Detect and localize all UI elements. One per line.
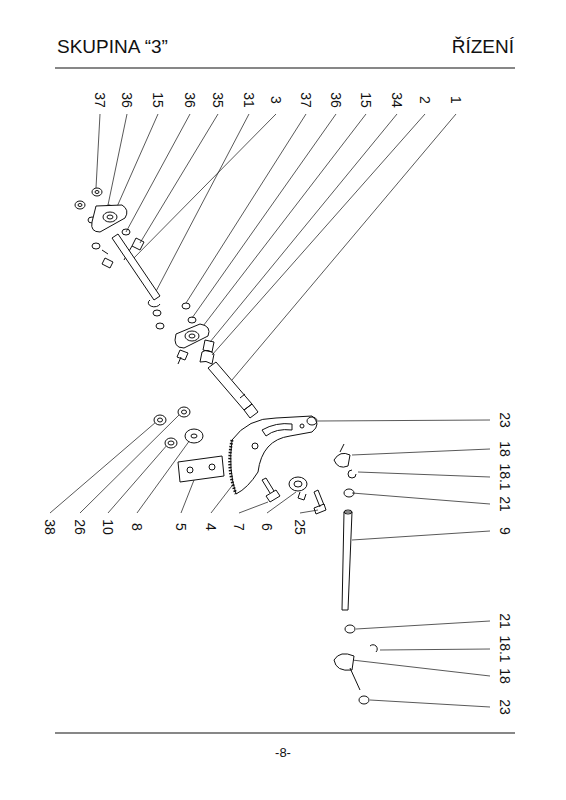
section-name: ŘÍZENÍ: [452, 37, 514, 56]
callout-number: 18.1: [498, 635, 512, 662]
page-title: SKUPINA “3”: [57, 37, 168, 56]
callout-number: 2: [418, 96, 432, 104]
callout-number: 23: [498, 699, 512, 715]
upper-flange-group: [75, 188, 258, 418]
callout-number: 5: [174, 523, 188, 531]
callout-number: 15: [359, 92, 373, 108]
callout-number: 37: [299, 92, 313, 108]
callout-number: 4: [204, 523, 218, 531]
callout-number: 36: [120, 92, 134, 108]
callout-number: 1: [449, 96, 463, 104]
header-rule: [55, 67, 515, 68]
callout-number: 25: [293, 519, 307, 535]
callout-number: 18: [498, 441, 512, 457]
footer-rule: [55, 732, 515, 733]
callout-number: 36: [183, 92, 197, 108]
callout-number: 6: [260, 523, 274, 531]
callout-number: 10: [101, 519, 115, 535]
callout-number: 3: [269, 96, 283, 104]
callout-number: 36: [329, 92, 343, 108]
callout-number: 38: [43, 519, 57, 535]
nut-23: [307, 417, 317, 425]
callout-number: 9: [498, 527, 512, 535]
callout-number: 26: [73, 519, 87, 535]
callout-number: 7: [232, 523, 246, 531]
plate-and-washers: [154, 407, 224, 482]
callout-number: 34: [390, 92, 404, 108]
callout-number: 18: [498, 668, 512, 684]
callout-number: 23: [498, 412, 512, 428]
callout-number: 31: [242, 92, 256, 108]
callout-number: 37: [93, 92, 107, 108]
steering-sector: [230, 416, 317, 494]
bolts: [262, 477, 326, 514]
callout-number: 35: [211, 92, 225, 108]
callout-number: 8: [130, 523, 144, 531]
callout-number: 15: [151, 92, 165, 108]
callout-number: 21: [498, 496, 512, 512]
tie-rod: [334, 444, 377, 704]
callout-number: 18.1: [498, 463, 512, 490]
leader-lines: [50, 114, 490, 707]
callout-number: 21: [498, 613, 512, 629]
page-number: -8-: [275, 746, 291, 759]
